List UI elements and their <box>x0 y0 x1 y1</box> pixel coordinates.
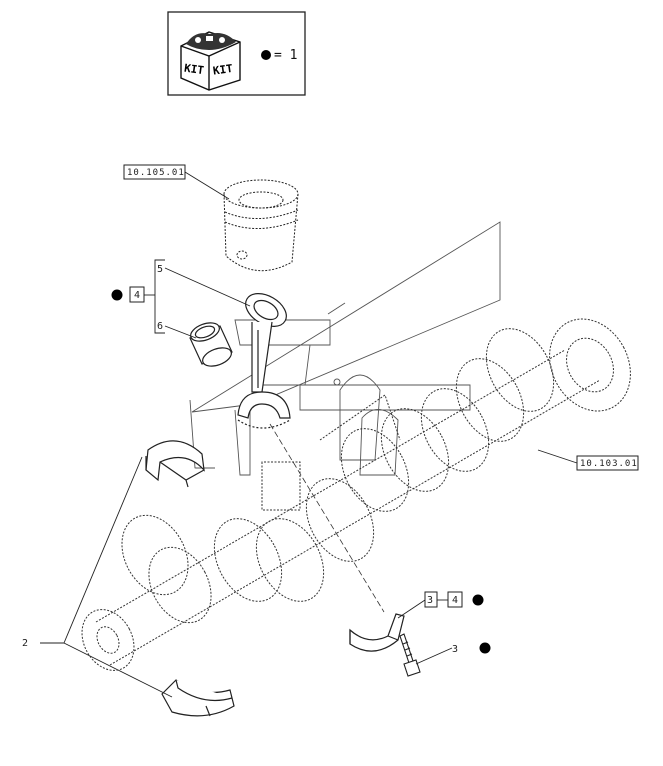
con-rod-qty: 4 <box>134 290 140 301</box>
crankshaft <box>81 318 631 671</box>
con-rod-callout: 5 6 4 <box>111 259 251 339</box>
callout-number-6: 6 <box>157 321 163 332</box>
piston-ref-label: 10.105.01 <box>123 164 230 200</box>
piston-ref-number: 10.105.01 <box>127 168 185 178</box>
bolt-callout: 3 <box>415 642 491 665</box>
kit-marker-dot <box>261 50 271 60</box>
crankshaft-ref-label: 10.103.01 <box>537 449 639 471</box>
callout-number-3-bolt: 3 <box>452 644 458 655</box>
kit-marker-rod-cap <box>472 594 484 606</box>
kit-word-right: KIT <box>212 62 234 78</box>
rod-cap-callout: 3 4 <box>397 591 484 619</box>
kit-legend-frame <box>167 11 306 96</box>
main-bearing-shell-lower <box>161 679 235 717</box>
piston-reference <box>223 179 299 272</box>
kit-word-left: KIT <box>183 62 205 78</box>
kit-marker-con-rod <box>111 289 123 301</box>
kit-marker-bolt <box>479 642 491 654</box>
kit-box-icon: KIT KIT <box>180 31 241 91</box>
callout-number-2: 2 <box>22 638 28 649</box>
callout-number-3-cap: 3 <box>427 595 433 606</box>
connecting-rod-bolt <box>399 633 421 677</box>
rod-cap-qty: 4 <box>452 595 458 606</box>
connecting-rod <box>237 293 291 429</box>
crankshaft-ref-number: 10.103.01 <box>580 459 638 469</box>
small-end-bushing <box>189 322 233 367</box>
callout-number-5: 5 <box>157 264 163 275</box>
kit-legend-value: = 1 <box>274 48 297 63</box>
assembly-axis-line <box>269 423 385 613</box>
connecting-rod-cap <box>349 613 405 652</box>
main-bearing-shell-upper <box>145 440 205 488</box>
brand-watermark <box>189 221 501 476</box>
kit-legend: KIT KIT = 1 <box>167 11 306 96</box>
